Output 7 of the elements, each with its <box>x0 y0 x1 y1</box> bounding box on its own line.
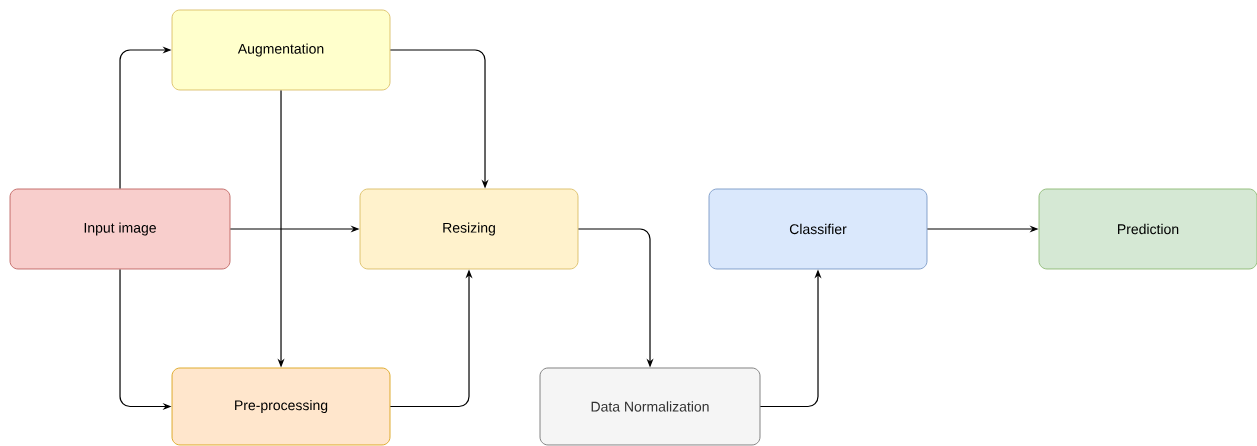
process-box: Resizing <box>359 188 579 270</box>
process-box: Pre-processing <box>171 367 391 446</box>
process-box: Data Normalization <box>539 367 761 446</box>
output-box: Prediction <box>1038 188 1257 270</box>
input-box: Input image <box>9 188 231 270</box>
process-box: Classifier <box>708 188 928 270</box>
process-box: Augmentation <box>171 9 391 91</box>
